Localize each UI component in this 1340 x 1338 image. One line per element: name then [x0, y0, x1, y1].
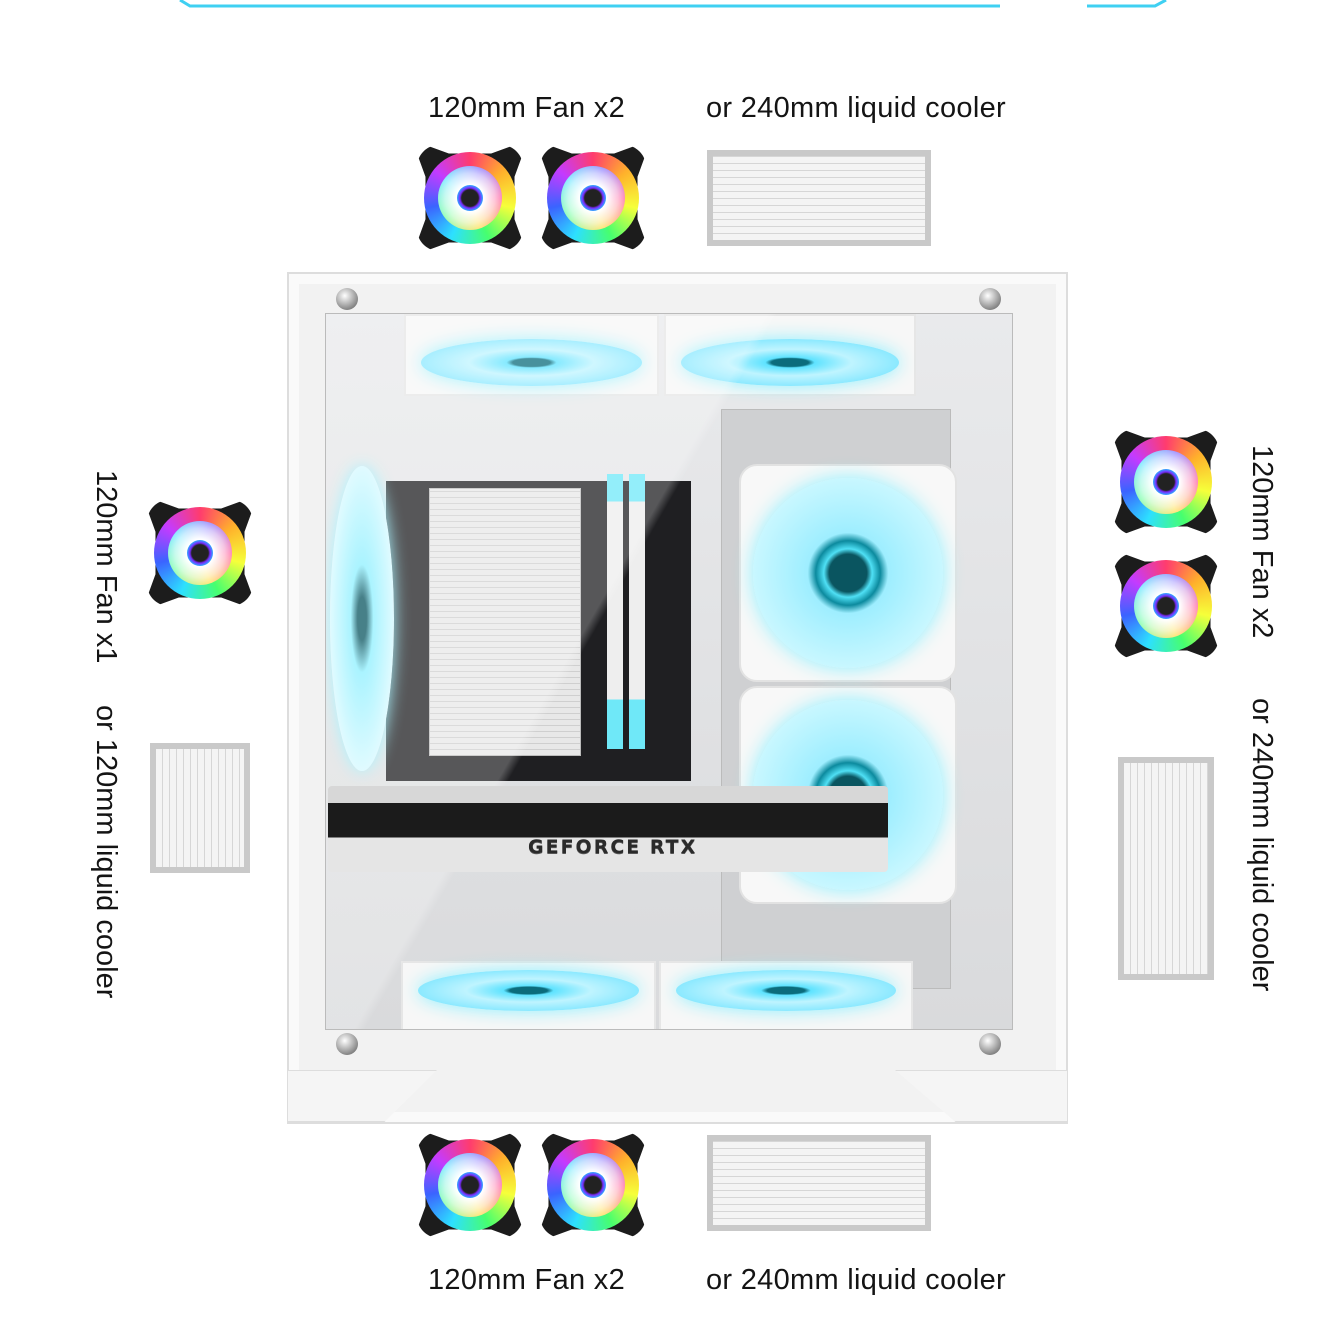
top-cooler-label: or 240mm liquid cooler: [706, 92, 1006, 124]
rgb-fan-icon: [1113, 553, 1219, 659]
thumbscrew-icon: [979, 1033, 1001, 1055]
top-case-fan: [404, 314, 659, 396]
radiator-240-image: [1118, 757, 1214, 980]
header-bracket-decoration: [179, 0, 1167, 8]
right-fan-label: 120mm Fan x2: [1246, 445, 1278, 639]
radiator-120-image: [150, 743, 250, 873]
ram-stick: [607, 474, 623, 749]
graphics-card: GEFORCE RTX: [328, 786, 888, 872]
rgb-fan-icon: [1113, 429, 1219, 535]
radiator-240-image: [707, 1135, 931, 1231]
rgb-fan-icon: [417, 1132, 523, 1238]
glass-reflection: [326, 314, 1012, 1029]
bottom-case-fan: [401, 961, 656, 1029]
rgb-fan-icon: [540, 145, 646, 251]
cpu-air-cooler: [429, 488, 581, 756]
top-case-fan: [664, 314, 916, 396]
thumbscrew-icon: [336, 288, 358, 310]
rgb-fan-icon: [540, 1132, 646, 1238]
rgb-fan-icon: [417, 145, 523, 251]
rgb-fan-icon: [147, 500, 253, 606]
case-glass-panel: GEFORCE RTX: [325, 313, 1013, 1030]
bottom-case-fan: [659, 961, 913, 1029]
ram-stick: [629, 474, 645, 749]
thumbscrew-icon: [979, 288, 1001, 310]
right-cooler-label: or 240mm liquid cooler: [1246, 698, 1278, 992]
bottom-cooler-label: or 240mm liquid cooler: [706, 1264, 1006, 1296]
top-fan-label: 120mm Fan x2: [428, 92, 626, 124]
radiator-240-image: [707, 150, 931, 246]
bottom-fan-label: 120mm Fan x2: [428, 1264, 626, 1296]
left-cooler-label: or 120mm liquid cooler: [90, 705, 122, 999]
thumbscrew-icon: [336, 1033, 358, 1055]
side-fan: [330, 466, 394, 771]
front-case-fan: [739, 464, 957, 682]
left-fan-label: 120mm Fan x1: [90, 470, 122, 664]
gpu-brand-text: GEFORCE RTX: [528, 836, 698, 858]
